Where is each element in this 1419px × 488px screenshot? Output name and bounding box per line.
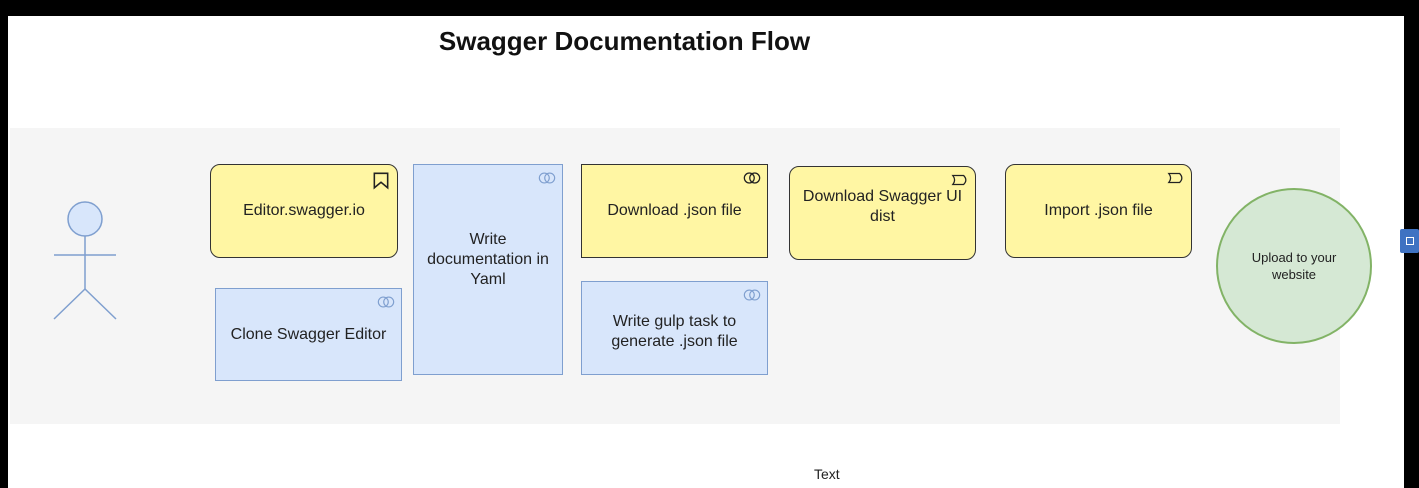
panel-toggle-button[interactable] (1400, 229, 1419, 253)
node-clone-editor[interactable]: Clone Swagger Editor (215, 288, 402, 381)
node-editor-swagger[interactable]: Editor.swagger.io (210, 164, 398, 258)
node-label: Clone Swagger Editor (230, 325, 387, 343)
node-write-gulp[interactable]: Write gulp task to generate .json file (581, 281, 768, 375)
node-label: Write documentation in Yaml (427, 230, 549, 288)
text-label[interactable]: Text (814, 466, 840, 482)
node-write-yaml[interactable]: Write documentation in Yaml (413, 164, 563, 375)
node-label: Upload to your website (1251, 250, 1337, 282)
node-label: Write gulp task to generate .json file (611, 313, 738, 350)
interaction-icon (743, 289, 761, 301)
node-label: Download .json file (607, 202, 742, 219)
actor-icon[interactable] (48, 198, 118, 328)
node-download-swagger-ui[interactable]: Download Swagger UI dist (789, 166, 976, 260)
diagram-title: Swagger Documentation Flow (438, 26, 811, 56)
node-download-json[interactable]: Download .json file (581, 164, 768, 258)
bookmark-icon (373, 172, 389, 190)
event-icon (951, 174, 967, 186)
diagram-canvas: Swagger Documentation Flow Editor.swagge… (8, 16, 1404, 488)
node-label: Download Swagger UI dist (802, 188, 963, 225)
node-import-json[interactable]: Import .json file (1005, 164, 1192, 258)
node-label: Import .json file (1044, 202, 1153, 219)
interaction-icon (538, 172, 556, 184)
node-upload-website[interactable]: Upload to your website (1216, 188, 1372, 344)
interaction-icon (377, 296, 395, 308)
event-icon (1167, 172, 1183, 184)
interaction-icon (743, 172, 761, 184)
node-label: Editor.swagger.io (243, 202, 365, 219)
